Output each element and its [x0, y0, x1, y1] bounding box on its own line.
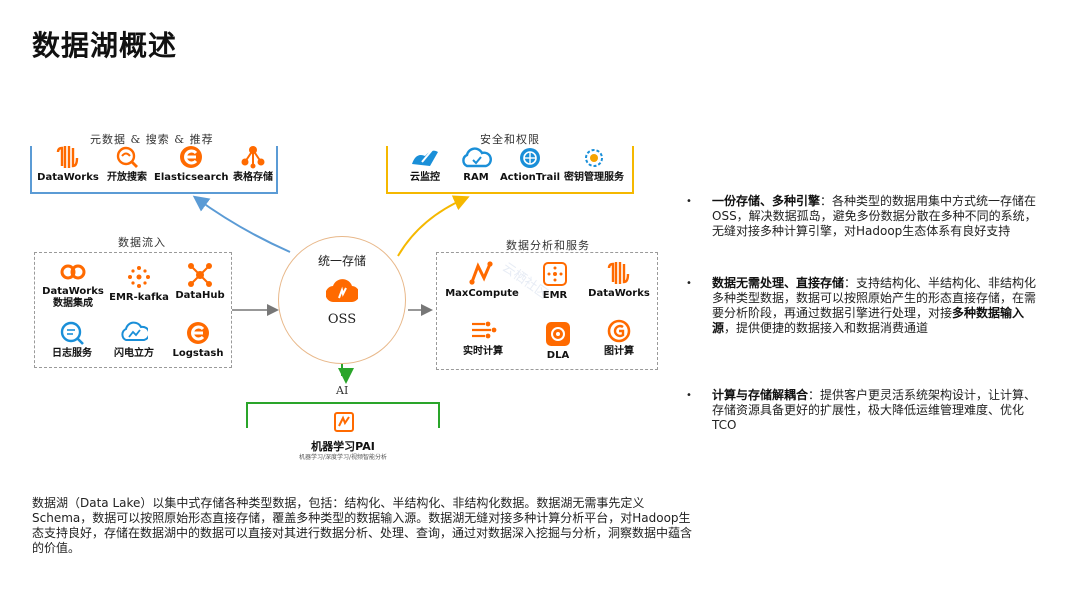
bullet-heading: 计算与存储解耦合 [712, 388, 809, 402]
arrow-to-metadata [192, 195, 291, 253]
inflow-group-label: 数据流入 [118, 236, 166, 249]
tile-label: 日志服务 [52, 348, 92, 359]
datahub-icon [188, 263, 212, 287]
analysis-group-label: 数据分析和服务 [506, 239, 590, 252]
tile-table-store[interactable]: 表格存储 [228, 144, 278, 184]
tile-label: DLA [546, 350, 570, 361]
bullet-item: • 计算与存储解耦合：提供客户更灵活系统架构设计，让计算、存储资源具备更好的扩展… [686, 388, 1042, 433]
tile-dataworks-integration[interactable]: DataWorks 数据集成 [38, 260, 108, 310]
tile-label: MaxCompute [445, 288, 519, 299]
ram-cloud-icon [462, 147, 492, 168]
tile-label: Elasticsearch [154, 172, 229, 183]
tile-label: DataWorks 数据集成 [42, 286, 104, 309]
tile-datahub[interactable]: DataHub [172, 262, 228, 302]
bullet-text: 计算与存储解耦合：提供客户更灵活系统架构设计，让计算、存储资源具备更好的扩展性，… [712, 388, 1042, 433]
actiontrail-icon [520, 148, 540, 168]
bullet-dot: • [686, 390, 692, 401]
pai-subtitle: 机器学习/深度学习/视频智能分析 [298, 454, 388, 461]
elasticsearch-icon [180, 146, 202, 168]
arrow-to-security [397, 195, 470, 257]
tile-label: Logstash [172, 348, 224, 359]
log-service-icon [60, 321, 84, 345]
tile-label: 密钥管理服务 [564, 172, 624, 183]
tile-label: 闪电立方 [114, 348, 154, 359]
tile-dla[interactable]: DLA [536, 320, 580, 362]
logstash-icon [187, 322, 209, 344]
metadata-group-bracket [30, 146, 278, 194]
tile-emr[interactable]: EMR [532, 260, 578, 302]
tile-dataworks-analysis[interactable]: DataWorks [586, 260, 652, 300]
cloud-monitor-icon [412, 149, 438, 166]
ai-group-bracket [246, 402, 440, 428]
bullet-body: ：提供客户更灵活系统架构设计，让计算、存储资源具备更好的扩展性，极大降低运维管理… [712, 388, 1037, 432]
tile-emr-kafka[interactable]: EMR-kafka [108, 264, 170, 304]
bullet-body-tail: ，提供便捷的数据接入和数据消费通道 [724, 321, 929, 335]
key-management-icon [585, 149, 603, 167]
tile-label: DataWorks [37, 172, 99, 183]
tile-label: 表格存储 [233, 172, 273, 183]
bullet-body: ：支持结构化、半结构化、非结构化多种类型数据，数据可以按照原始产生的形态直接存储… [712, 276, 1037, 320]
bullet-item: • 数据无需处理、直接存储：支持结构化、半结构化、非结构化多种类型数据，数据可以… [686, 276, 1042, 336]
emr-kafka-icon [128, 266, 150, 288]
dataworks-icon [607, 262, 630, 284]
tile-label: EMR-kafka [109, 292, 169, 303]
analysis-group-box [436, 252, 658, 370]
bullet-text: 数据无需处理、直接存储：支持结构化、半结构化、非结构化多种类型数据，数据可以按照… [712, 276, 1042, 336]
tile-dataworks-meta[interactable]: DataWorks [36, 144, 100, 184]
lightning-cube-icon [121, 321, 148, 341]
dataworks-icon [56, 146, 79, 168]
data-integration-icon [60, 264, 86, 280]
tile-ram[interactable]: RAM [456, 146, 496, 184]
summary-paragraph: 数据湖（Data Lake）以集中式存储各种类型数据，包括：结构化、半结构化、非… [32, 496, 693, 555]
bullet-heading: 数据无需处理、直接存储 [712, 276, 845, 290]
ai-label: AI [336, 384, 349, 397]
dla-icon [546, 322, 570, 346]
tile-label: 实时计算 [463, 346, 503, 357]
metadata-group-label: 元数据 & 搜索 & 推荐 [90, 133, 214, 146]
unified-storage-title: 统一存储 [317, 254, 366, 268]
tile-realtime-compute[interactable]: 实时计算 [456, 318, 510, 358]
bullet-body: ：各种类型的数据用集中方式统一存储在OSS，解决数据孤岛，避免多份数据分散在多种… [712, 194, 1037, 238]
tile-label: DataWorks [588, 288, 650, 299]
bullet-dot: • [686, 196, 692, 207]
tile-label: DataHub [175, 290, 225, 301]
inflow-group-box [34, 252, 232, 368]
page-title: 数据湖概述 [32, 29, 178, 62]
tile-maxcompute[interactable]: MaxCompute [444, 260, 520, 300]
tile-label: RAM [463, 172, 489, 183]
oss-icon[interactable] [326, 276, 358, 306]
realtime-compute-icon [472, 321, 497, 339]
tile-label: 云监控 [410, 172, 440, 183]
maxcompute-icon [469, 261, 493, 285]
tile-log-service[interactable]: 日志服务 [44, 320, 100, 360]
pai-label: 机器学习PAI [311, 440, 375, 453]
oss-label: OSS [327, 312, 357, 327]
emr-icon [543, 262, 567, 286]
tile-lightning-cube[interactable]: 闪电立方 [106, 320, 162, 360]
tile-actiontrail[interactable]: ActionTrail [498, 146, 562, 184]
tile-label: ActionTrail [499, 172, 561, 183]
security-group-label: 安全和权限 [480, 133, 540, 146]
bullet-text: 一份存储、多种引擎：各种类型的数据用集中方式统一存储在OSS，解决数据孤岛，避免… [712, 194, 1042, 239]
tile-label: 开放搜索 [107, 172, 147, 183]
tile-label: 图计算 [604, 346, 634, 357]
tile-label: EMR [542, 290, 568, 301]
tile-open-search[interactable]: 开放搜索 [102, 144, 152, 184]
graph-compute-icon [607, 319, 631, 343]
pai-icon[interactable] [332, 410, 356, 434]
tile-cloud-monitor[interactable]: 云监控 [398, 146, 452, 184]
tile-elasticsearch[interactable]: Elasticsearch [154, 144, 229, 184]
bullet-heading: 一份存储、多种引擎 [712, 194, 821, 208]
bullet-dot: • [686, 278, 692, 289]
tile-kms[interactable]: 密钥管理服务 [562, 146, 626, 184]
bullet-emphasis: 多种数据输入源 [712, 306, 1025, 335]
bullet-item: • 一份存储、多种引擎：各种类型的数据用集中方式统一存储在OSS，解决数据孤岛，… [686, 194, 1042, 239]
tile-logstash[interactable]: Logstash [168, 320, 228, 360]
security-group-bracket [386, 146, 634, 194]
tile-graph-compute[interactable]: 图计算 [594, 318, 644, 358]
open-search-icon [116, 146, 138, 168]
table-store-icon [241, 146, 265, 169]
